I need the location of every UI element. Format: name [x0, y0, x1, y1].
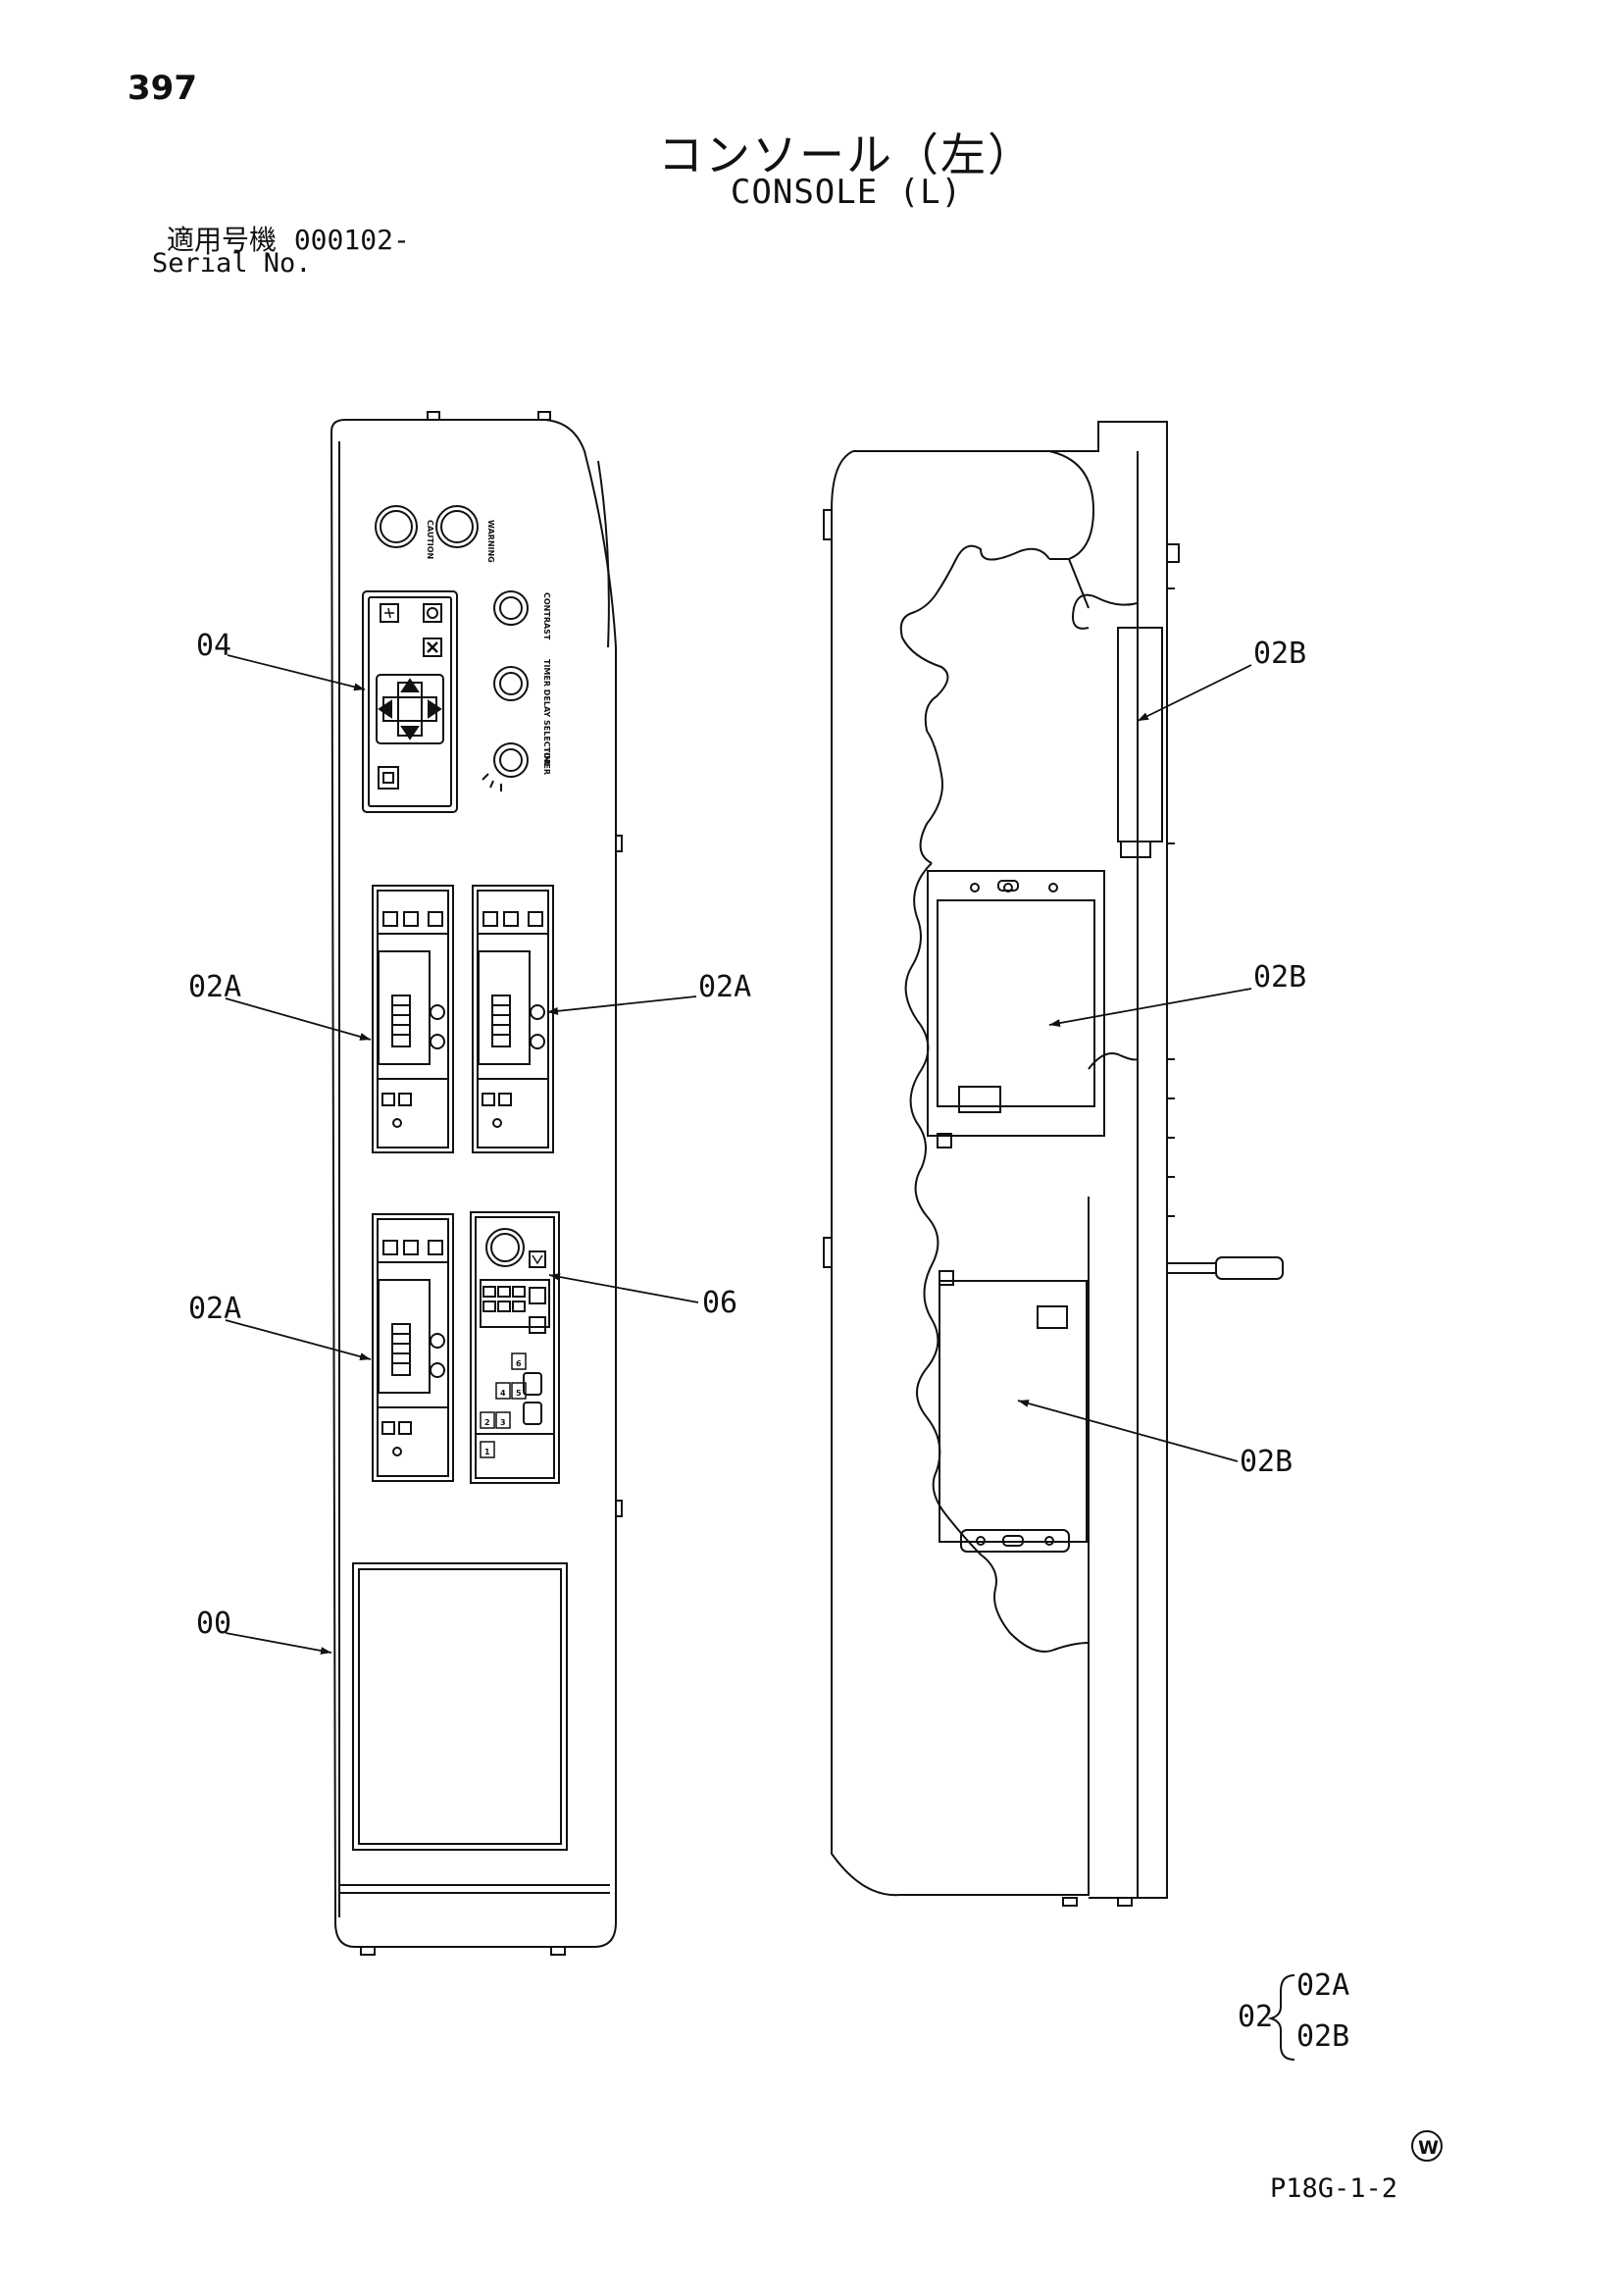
timer-delay-selector-marking: TIMER DELAY SELECTOR — [542, 659, 551, 765]
direction-pad — [376, 674, 444, 744]
star-key — [380, 603, 399, 623]
preset-button-4 — [495, 1382, 511, 1400]
caution-marking: CAUTION — [426, 520, 434, 559]
preset-button-2 — [480, 1411, 495, 1429]
timer-button — [482, 742, 529, 791]
monitor-controller-04 — [362, 590, 458, 813]
w-mark-letter: W — [1418, 2137, 1439, 2159]
caution-lamp — [375, 505, 418, 548]
control-panel-02a-lower — [372, 1213, 454, 1482]
assembly-legend: 02 02A 02B — [1238, 1968, 1349, 2061]
serial-number: 000102- — [293, 224, 410, 256]
leader-04 — [227, 654, 366, 691]
callout-06: 06 — [702, 1286, 737, 1320]
preset-label-5: 5 — [516, 1389, 522, 1398]
controller-02b-top — [1117, 627, 1163, 858]
warning-marking: WARNING — [486, 520, 495, 563]
cancel-key — [423, 638, 442, 657]
page-title-japanese: コンソール（左） — [658, 128, 1035, 181]
leader-02b-bottom — [1017, 1400, 1239, 1462]
preset-label-3: 3 — [500, 1418, 506, 1427]
legend-group-label: 02 — [1238, 2000, 1273, 2034]
serial-label-english: Serial No. — [152, 248, 312, 279]
preset-button-5 — [511, 1382, 527, 1400]
callout-02b-bottom: 02B — [1240, 1445, 1293, 1479]
control-panel-02a-upper-right — [472, 885, 554, 1153]
timer-delay-selector-knob — [493, 666, 529, 701]
radio-preset-buttons: 1 2 3 4 5 6 — [480, 1352, 527, 1458]
preset-button-6 — [511, 1352, 527, 1370]
legend-brace — [1267, 1974, 1295, 2061]
preset-label-4: 4 — [500, 1389, 506, 1398]
console-front-view — [330, 411, 623, 1956]
preset-label-6: 6 — [516, 1359, 522, 1368]
contrast-knob — [493, 590, 529, 626]
controller-02b-bottom — [939, 1270, 1088, 1553]
leader-02b-top — [1137, 664, 1252, 722]
control-panel-02a-upper-left — [372, 885, 454, 1153]
leader-02a-lower — [225, 1319, 372, 1360]
callout-02b-middle: 02B — [1253, 960, 1306, 995]
page-title-english: CONSOLE (L) — [730, 173, 963, 212]
warning-lamp — [435, 505, 479, 548]
callout-02a-lower: 02A — [188, 1292, 241, 1326]
power-key — [423, 603, 442, 623]
menu-key — [378, 766, 399, 790]
legend-item-02b: 02B — [1296, 2019, 1349, 2054]
legend-item-02a: 02A — [1296, 1968, 1349, 2003]
controller-02b-middle — [927, 870, 1105, 1148]
leader-02a-upper-right — [546, 995, 697, 1015]
leader-02b-middle — [1048, 988, 1252, 1027]
radio-06 — [470, 1211, 560, 1484]
console-side-view — [823, 421, 1284, 1907]
preset-button-1 — [480, 1441, 495, 1458]
preset-label-1: 1 — [484, 1448, 490, 1456]
preset-button-3 — [495, 1411, 511, 1429]
serial-label-japanese: 適用号機 000102- — [167, 219, 410, 258]
figure-code: P18G-1-2 — [1270, 2173, 1398, 2204]
callout-04: 04 — [196, 629, 231, 663]
callout-02b-top: 02B — [1253, 637, 1306, 671]
contrast-marking: CONTRAST — [542, 592, 551, 640]
page-number: 397 — [127, 69, 197, 108]
serial-label-ja-text: 適用号機 — [167, 224, 278, 256]
leader-02a-upper-left — [225, 997, 372, 1041]
leader-00 — [225, 1632, 332, 1655]
callout-00: 00 — [196, 1607, 231, 1641]
callout-02a-upper-right: 02A — [698, 970, 751, 1004]
leader-06 — [548, 1273, 699, 1303]
blank-cover-panel — [352, 1562, 568, 1851]
cutaway-edge — [899, 544, 1139, 1653]
w-mark-symbol: W — [1411, 2130, 1443, 2162]
preset-label-2: 2 — [484, 1418, 490, 1427]
timer-marking: TIMER — [542, 747, 551, 775]
callout-02a-upper-left: 02A — [188, 970, 241, 1004]
